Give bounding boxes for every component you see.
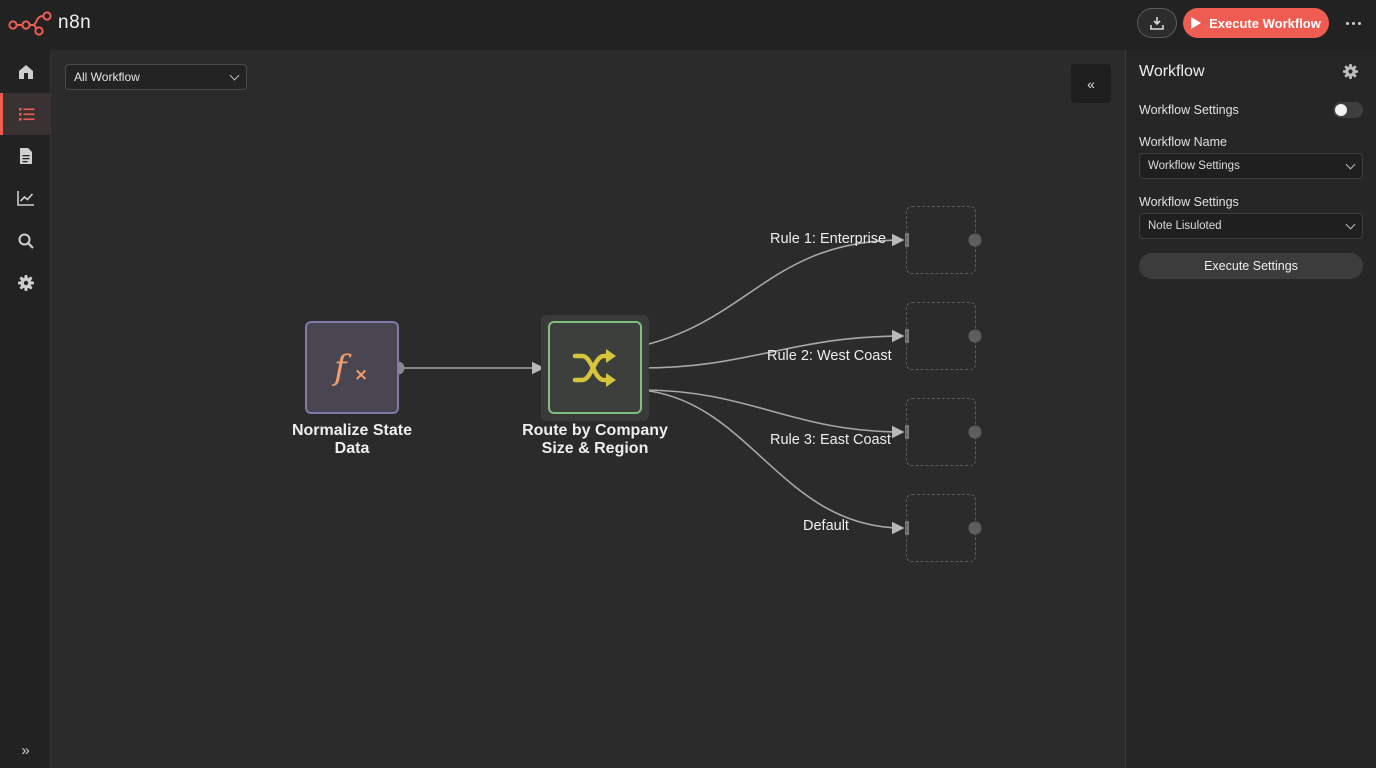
execute-settings-button[interactable]: Execute Settings [1139,253,1363,279]
connection-default [640,389,905,535]
connection-rule-2 [640,329,905,369]
left-sidebar: » [0,50,51,768]
connection-rule-1 [640,233,905,347]
list-icon [19,108,35,121]
document-icon [19,148,32,164]
chevron-down-icon [1345,219,1356,229]
sidebar-item-executions[interactable] [0,177,51,219]
function-icon: f × [331,348,368,388]
shuffle-icon [572,348,616,387]
svg-text:f: f [331,348,352,388]
node-label-normalize: Normalize State Data [277,422,427,458]
edge-label-default: Default [803,518,849,534]
panel-collapse-button[interactable]: « [1071,64,1111,103]
chevron-double-right-icon: » [21,741,30,759]
node-label-line: Size & Region [541,440,649,457]
node-route-by-company[interactable] [548,321,642,414]
home-icon [18,65,33,79]
placeholder-3-input [905,425,909,439]
workflow-name-value: Workflow Settings [1148,160,1240,172]
settings-toggle-label: Workflow Settings [1139,103,1239,117]
more-dot [1351,21,1355,25]
more-horizontal-icon [1345,21,1349,25]
import-icon [1150,17,1164,30]
execute-workflow-label: Execute Workflow [1209,15,1321,31]
sidebar-item-templates[interactable] [0,135,51,177]
chevron-down-icon [1345,159,1356,169]
node-label-line: Normalize State [291,422,413,439]
search-icon [18,233,34,249]
sidebar-item-search[interactable] [0,220,51,262]
edge-label-rule-2: Rule 2: West Coast [767,348,892,364]
node-label-route: Route by Company Size & Region [515,422,675,458]
chart-icon [16,191,34,206]
sidebar-item-workflows[interactable] [0,93,51,135]
node-label-line: Route by Company [522,422,668,439]
top-header: n8n Execute Workflow [0,0,1376,50]
svg-text:×: × [354,365,368,385]
more-menu-button[interactable] [1340,12,1366,34]
gear-icon [17,275,34,291]
node-normalize-state-data[interactable]: f × [305,321,399,414]
add-node-placeholder-3[interactable] [906,398,976,466]
connection-rule-3 [640,389,905,439]
toggle-knob [1335,104,1347,116]
n8n-logo-icon [8,11,52,36]
workflow-settings-panel: Workflow Workflow Settings Workflow Name… [1125,50,1376,768]
edge-label-rule-3: Rule 3: East Coast [770,432,891,448]
workflow-settings-label: Workflow Settings [1139,195,1239,209]
workflow-settings-value: Note Lisuloted [1148,220,1222,232]
gear-icon [1342,63,1359,80]
workflow-name-label: Workflow Name [1139,135,1227,149]
add-node-placeholder-1[interactable] [906,206,976,274]
more-dot [1357,21,1361,25]
sidebar-item-home[interactable] [0,51,51,93]
import-button[interactable] [1137,8,1177,38]
placeholder-1-input [905,233,909,247]
workflow-filter-value: All Workflow [74,70,140,84]
panel-settings-button[interactable] [1342,63,1359,85]
placeholder-2-input [905,329,909,343]
chevron-double-left-icon: « [1087,75,1095,92]
placeholder-4-input [905,521,909,535]
panel-title: Workflow [1139,63,1205,80]
workflow-name-select[interactable]: Workflow Settings [1139,153,1363,179]
workflow-settings-select[interactable]: Note Lisuloted [1139,213,1363,239]
node-label-line: Data [334,440,370,457]
sidebar-item-settings[interactable] [0,262,51,304]
sidebar-expand-button[interactable]: » [0,738,51,762]
play-icon [1191,17,1202,29]
edge-label-rule-1: Rule 1: Enterprise [770,231,887,247]
add-node-placeholder-2[interactable] [906,302,976,370]
execute-workflow-button[interactable]: Execute Workflow [1183,8,1329,38]
workflow-settings-toggle[interactable] [1333,102,1363,118]
app-name: n8n [58,12,92,33]
workflow-canvas[interactable]: All Workflow « f [51,50,1125,768]
add-node-placeholder-4[interactable] [906,494,976,562]
workflow-filter-select[interactable]: All Workflow [65,64,247,90]
app-logo[interactable]: n8n [8,10,91,36]
